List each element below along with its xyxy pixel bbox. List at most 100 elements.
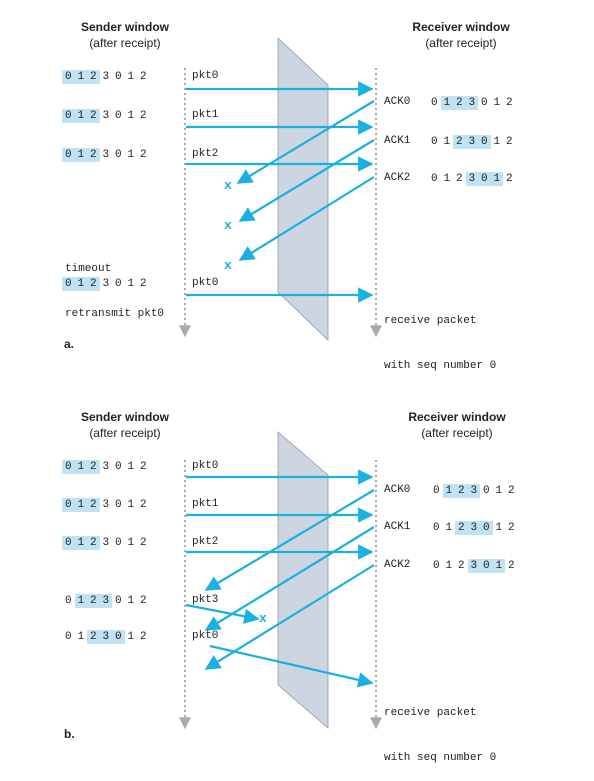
seq-number: 1 <box>127 537 135 549</box>
seq-number: 2 <box>507 485 515 497</box>
seq-number: 0 <box>478 135 491 149</box>
receive-line-2: with seq number 0 <box>384 360 497 372</box>
sender-subtitle-b: (after receipt) <box>89 426 161 440</box>
seq-number: 0 <box>112 630 125 644</box>
receive-line-1: receive packet <box>384 315 477 327</box>
ack-label: ACK2 <box>384 172 411 184</box>
seq-number: 2 <box>87 498 100 512</box>
receiver-header-b: Receiver window (after receipt) <box>392 409 522 441</box>
seq-number: 1 <box>127 149 135 161</box>
seq-number: 0 <box>62 498 75 512</box>
seq-number: 0 <box>62 277 75 291</box>
ack-label: ACK2 <box>384 559 411 571</box>
seq-number: 3 <box>102 537 110 549</box>
seq-number: 2 <box>507 522 515 534</box>
seq-number: 2 <box>455 521 468 535</box>
seq-number: 3 <box>102 71 110 83</box>
packet-label: pkt3 <box>192 594 219 606</box>
receiver-subtitle-b: (after receipt) <box>421 426 493 440</box>
seq-number: 0 <box>114 278 122 290</box>
packet-label: pkt1 <box>192 498 219 510</box>
seq-number: 1 <box>493 136 501 148</box>
seq-number: 0 <box>62 70 75 84</box>
receiver-header-a: Receiver window (after receipt) <box>396 19 526 51</box>
diagram-canvas: x x x x <box>179 37 382 730</box>
seq-number: 0 <box>430 136 438 148</box>
timeout-line-2: retransmit pkt0 <box>65 308 165 320</box>
seq-number: 1 <box>77 631 85 643</box>
sender-title-a: Sender window <box>80 20 169 34</box>
seq-number: 2 <box>453 96 466 110</box>
seq-number: 2 <box>139 71 147 83</box>
seq-number: 2 <box>87 594 100 608</box>
seq-number: 2 <box>139 537 147 549</box>
seq-number: 1 <box>493 97 501 109</box>
seq-number: 1 <box>490 172 503 186</box>
sender-header-b: Sender window (after receipt) <box>60 409 190 441</box>
packet-label: pkt0 <box>192 277 219 289</box>
seq-number: 2 <box>505 97 513 109</box>
ack1-arrow-a <box>238 139 375 222</box>
seq-number: 2 <box>139 110 147 122</box>
seq-number: 0 <box>480 521 493 535</box>
timeout-line-1: timeout <box>65 263 112 275</box>
seq-number: 2 <box>87 109 100 123</box>
sender-subtitle-a: (after receipt) <box>89 36 161 50</box>
seq-number: 0 <box>62 148 75 162</box>
packet-label: pkt2 <box>192 536 219 548</box>
seq-number: 1 <box>74 460 87 474</box>
seq-number: 3 <box>102 499 110 511</box>
seq-number: 2 <box>87 70 100 84</box>
seq-number: 1 <box>445 522 453 534</box>
receive-note-a: receive packet with seq number 0 <box>384 284 496 389</box>
ack2-arrow-a <box>238 176 375 261</box>
ack-label: ACK1 <box>384 135 411 147</box>
receive-note-b: receive packet with seq number 0 <box>384 676 496 781</box>
seq-number: 0 <box>114 595 122 607</box>
seq-number: 3 <box>465 96 478 110</box>
seq-number: 2 <box>87 460 100 474</box>
seq-number: 2 <box>139 595 147 607</box>
channel-a <box>277 37 329 341</box>
ack0-arrow-b <box>204 489 375 591</box>
packet-label: pkt0 <box>192 460 219 472</box>
seq-number: 0 <box>478 172 491 186</box>
loss-mark-b1: x <box>259 611 267 626</box>
seq-number: 0 <box>62 536 75 550</box>
seq-number: 2 <box>507 560 515 572</box>
seq-number: 1 <box>74 70 87 84</box>
sender-title-b: Sender window <box>80 410 169 424</box>
seq-number: 2 <box>457 560 465 572</box>
seq-number: 0 <box>114 537 122 549</box>
ack1-arrow-b <box>204 526 375 631</box>
seq-number: 1 <box>74 536 87 550</box>
seq-number: 3 <box>102 149 110 161</box>
channel-b <box>277 431 329 729</box>
seq-number: 0 <box>480 559 493 573</box>
seq-number: 1 <box>127 595 135 607</box>
seq-number: 3 <box>467 559 480 573</box>
seq-number: 2 <box>139 278 147 290</box>
receive-line-2: with seq number 0 <box>384 752 497 764</box>
seq-number: 2 <box>87 148 100 162</box>
seq-number: 2 <box>455 484 468 498</box>
part-label-b: b. <box>64 727 75 741</box>
seq-number: 1 <box>445 560 453 572</box>
seq-number: 2 <box>139 149 147 161</box>
seq-number: 0 <box>432 522 440 534</box>
seq-number: 3 <box>465 172 478 186</box>
loss-mark-a1: x <box>224 178 232 193</box>
receive-line-1: receive packet <box>384 707 477 719</box>
seq-number: 2 <box>139 499 147 511</box>
